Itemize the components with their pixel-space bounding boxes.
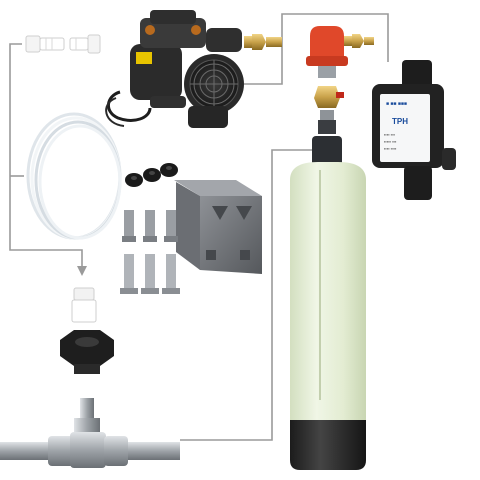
connector-line-tank (180, 149, 318, 441)
flow-switch-spec-line3: ▪▪▪▪ ▪▪▪▪ (384, 146, 397, 151)
arrow-down-icon (77, 266, 87, 276)
flow-switch-model: TPH (392, 117, 408, 126)
air-compressor (105, 10, 244, 128)
bracket-icon (174, 180, 262, 274)
valve-icon (306, 26, 374, 134)
bolt-icon (162, 210, 180, 294)
rubber-feet (125, 163, 178, 187)
connector-line-left (9, 43, 83, 268)
inline-tee (0, 398, 180, 468)
rubber-foot-icon (143, 168, 161, 182)
black-reducer (60, 330, 114, 374)
bolt-icon (120, 210, 138, 294)
white-hose-fittings (25, 34, 101, 54)
brass-fitting-icon (244, 34, 282, 50)
pipe-tee-icon (0, 398, 180, 468)
white-fitting-lower (71, 287, 97, 323)
mounting-bracket (174, 180, 262, 274)
flow-switch-spec-line1: ▪▪▪▪ ▪▪▪ (384, 132, 396, 137)
fitting-icon (69, 34, 101, 54)
pressure-tank (290, 136, 366, 470)
fitting-icon (25, 35, 65, 53)
flow-switch: ■ ■■ ■■■ TPH ▪▪▪▪ ▪▪▪ ▪▪▪▪▪ ▪▪▪ ▪▪▪▪ ▪▪▪… (372, 60, 456, 200)
flow-switch-brand: ■ ■■ ■■■ (386, 101, 407, 107)
tubing-coil (26, 112, 122, 240)
rubber-foot-icon (160, 163, 178, 177)
rubber-foot-icon (125, 173, 143, 187)
brass-adapter (244, 34, 282, 50)
tank-icon (290, 136, 366, 470)
flow-switch-spec-line2: ▪▪▪▪▪ ▪▪▪ (384, 139, 397, 144)
bolts (120, 210, 180, 294)
tubing-icon (26, 112, 122, 240)
flow-switch-label (380, 94, 430, 162)
connector-line-top (244, 13, 389, 85)
bolt-icon (141, 210, 159, 294)
connector-lines (9, 13, 389, 441)
air-injector-valve (306, 26, 374, 134)
